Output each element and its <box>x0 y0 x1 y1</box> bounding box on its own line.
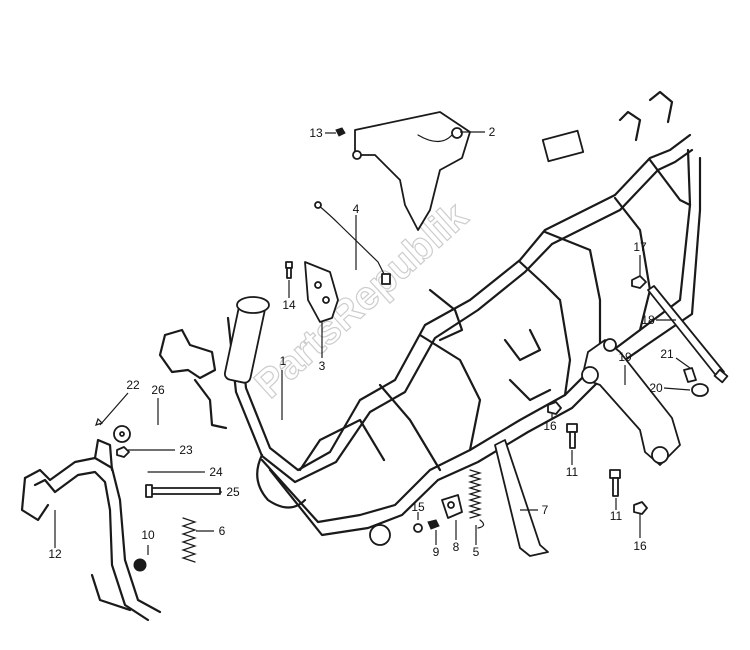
nut-16-upper <box>547 401 562 415</box>
side-stand-7 <box>494 439 549 557</box>
callout-16-upper: 16 <box>543 419 557 433</box>
callout-1: 1 <box>280 354 287 368</box>
bolt-11-upper <box>566 423 578 449</box>
nut-23 <box>116 446 130 458</box>
callout-21: 21 <box>660 347 674 361</box>
callout-5: 5 <box>473 545 480 559</box>
spring-pin-21 <box>683 367 697 383</box>
bolt-14 <box>285 261 293 279</box>
spring-6 <box>181 517 197 563</box>
callout-11-lower: 11 <box>610 509 623 523</box>
callout-23: 23 <box>179 443 193 457</box>
callout-17: 17 <box>633 240 647 254</box>
callout-7: 7 <box>542 503 549 517</box>
bracket-2 <box>352 111 471 231</box>
washer-15 <box>413 523 423 533</box>
bolt-25 <box>145 484 221 498</box>
cable-4 <box>314 201 391 285</box>
callout-4: 4 <box>353 202 360 216</box>
callout-22: 22 <box>126 378 140 392</box>
washer-26 <box>113 425 131 443</box>
bolt-13 <box>335 127 346 137</box>
bolt-11-lower <box>609 469 621 497</box>
callout-25: 25 <box>226 485 240 499</box>
callout-9: 9 <box>433 545 440 559</box>
main-frame <box>158 90 702 546</box>
callout-20: 20 <box>649 381 663 395</box>
nut-10 <box>133 558 147 572</box>
nut-16-lower <box>633 501 648 515</box>
callout-18: 18 <box>641 313 655 327</box>
bolt-9 <box>427 519 440 530</box>
callout-10: 10 <box>141 528 155 542</box>
bracket-3 <box>304 261 339 323</box>
callout-12: 12 <box>48 547 62 561</box>
spring-5 <box>467 469 485 529</box>
callout-2: 2 <box>489 125 496 139</box>
nut-17 <box>631 275 647 289</box>
callout-26: 26 <box>151 383 165 397</box>
callouts: 1 2 3 4 5 6 7 8 9 10 11 11 12 13 14 15 1… <box>48 125 674 561</box>
bracket-8 <box>441 494 463 519</box>
callout-19: 19 <box>618 350 632 364</box>
callout-16-lower: 16 <box>633 539 647 553</box>
callout-6: 6 <box>219 524 226 538</box>
callout-15: 15 <box>411 500 425 514</box>
long-bolt-18 <box>647 285 729 384</box>
callout-24: 24 <box>209 465 223 479</box>
callout-14: 14 <box>282 298 296 312</box>
callout-8: 8 <box>453 540 460 554</box>
callout-3: 3 <box>319 359 326 373</box>
bushing-20 <box>691 383 709 397</box>
main-stand-12 <box>20 438 162 622</box>
callout-11-upper: 11 <box>566 465 579 479</box>
leader-lines <box>54 131 691 555</box>
callout-13: 13 <box>309 126 323 140</box>
engine-hanger-19 <box>581 338 681 466</box>
